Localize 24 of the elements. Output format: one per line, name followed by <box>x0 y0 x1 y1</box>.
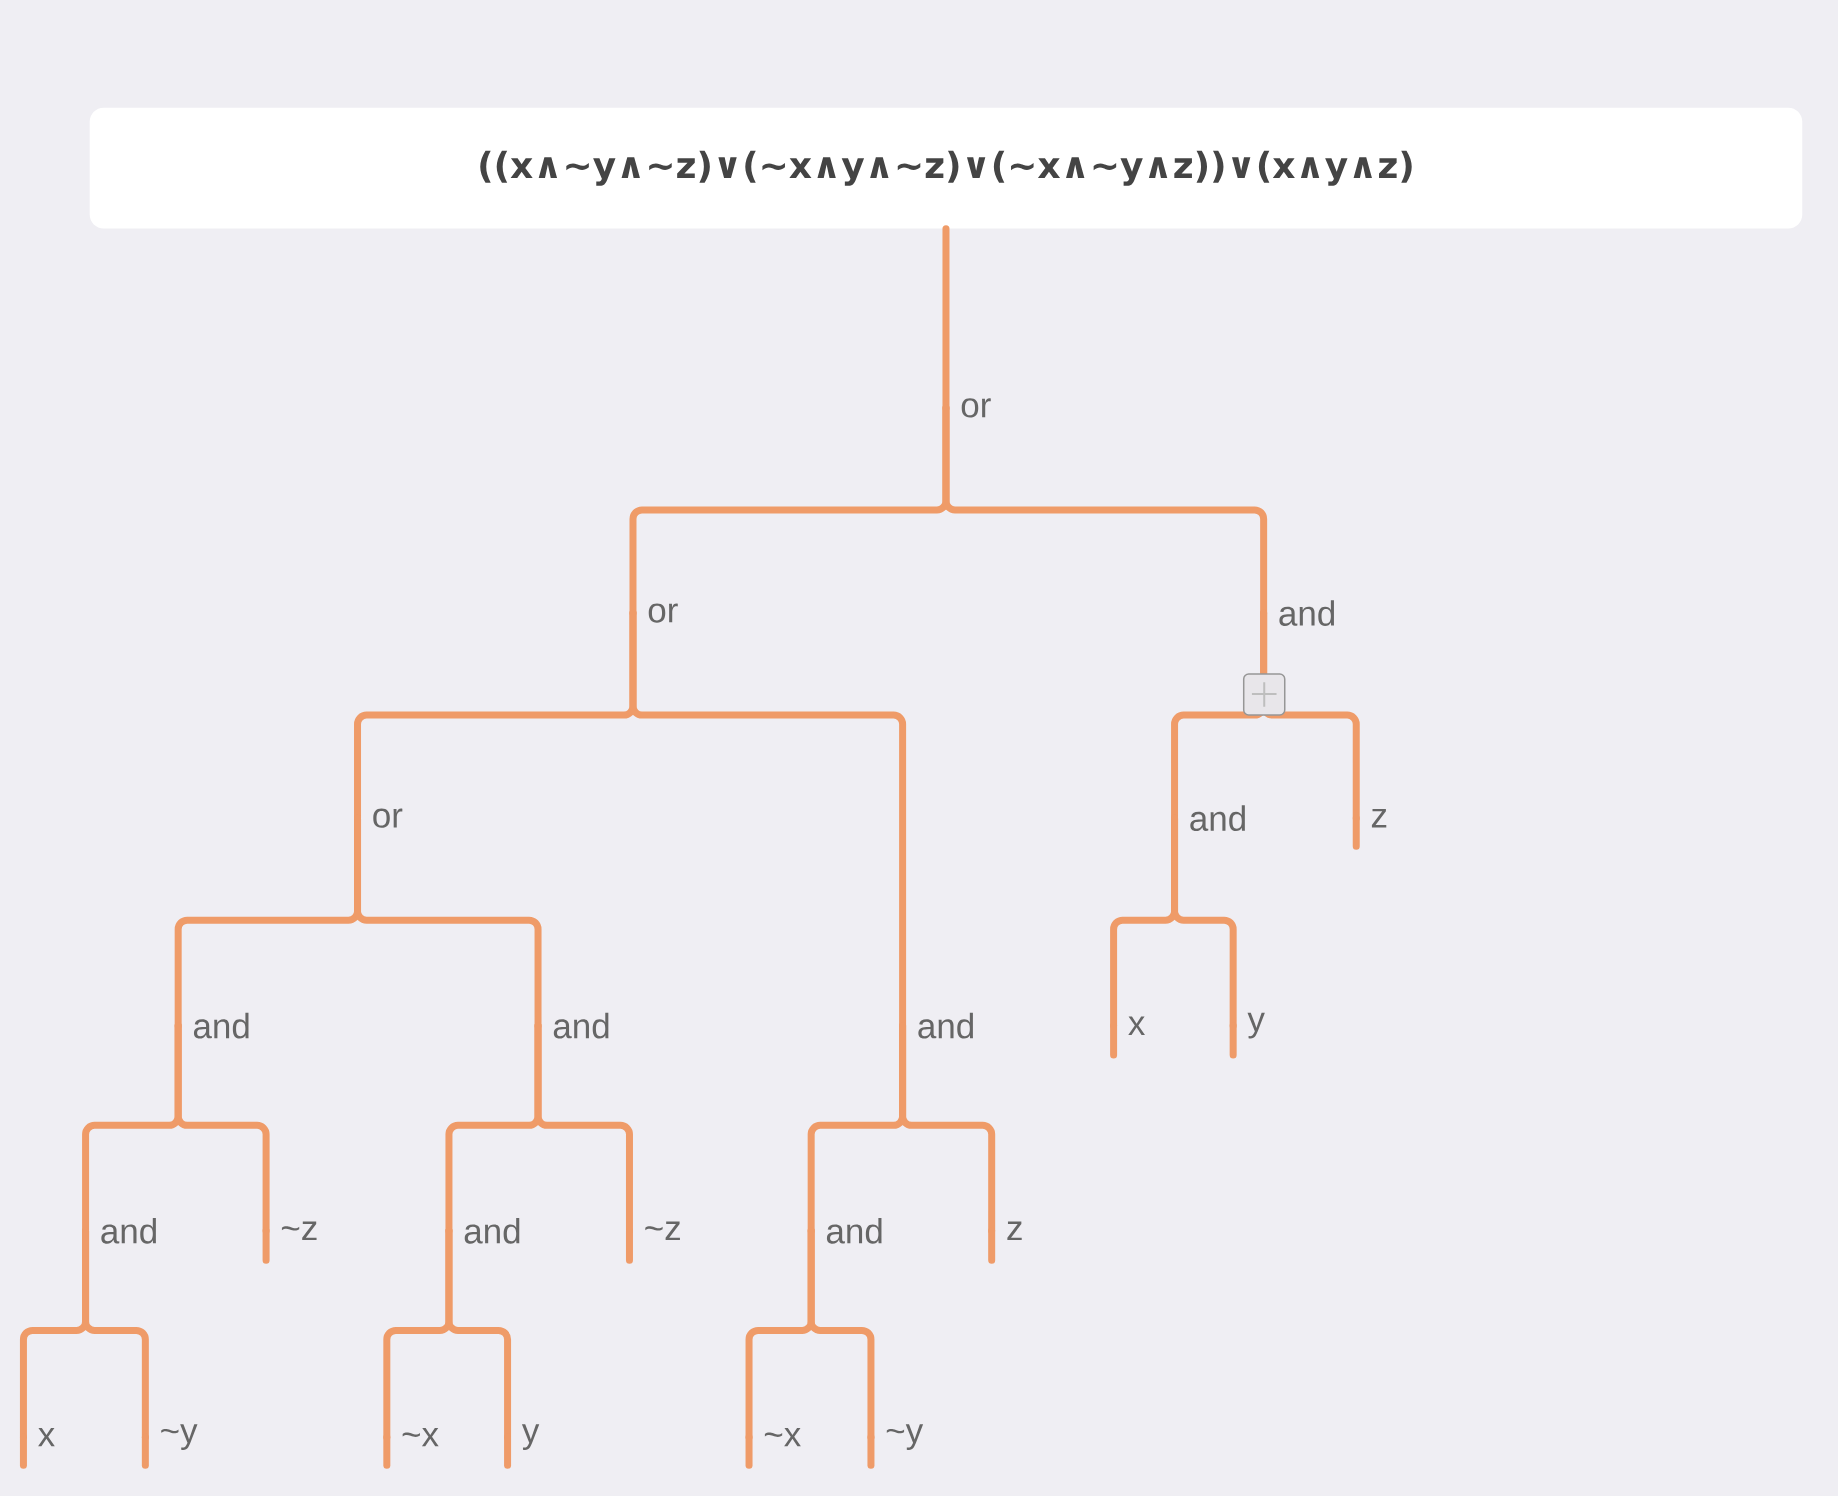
operator-label: or <box>648 603 678 623</box>
operator-label: ~z <box>645 1221 680 1241</box>
operator-label: z <box>1007 1221 1022 1241</box>
operator-label: and <box>826 1217 882 1244</box>
operator-label: x <box>1128 1016 1145 1035</box>
operator-label: and <box>553 1012 609 1039</box>
operator-label: and <box>464 1217 520 1244</box>
operator-label: y <box>1247 1012 1265 1039</box>
operator-label: x <box>38 1427 55 1447</box>
operator-label: ~y <box>886 1424 924 1450</box>
operator-label: or <box>961 398 991 418</box>
operator-label: and <box>193 1012 249 1039</box>
operator-label: ~y <box>161 1424 198 1450</box>
operator-label: or <box>373 808 403 828</box>
operator-label: and <box>1190 805 1245 832</box>
formula-box: ((x∧~y∧~z)∨(~x∧y∧~z)∨(~x∧~y∧z))∨(x∧y∧z) <box>89 107 1803 229</box>
operator-label: z <box>1371 808 1387 828</box>
operator-label: and <box>1279 600 1335 626</box>
operator-label: and <box>101 1217 156 1244</box>
operator-label: and <box>918 1012 973 1039</box>
operator-label: ~z <box>281 1221 317 1241</box>
operator-label: ~x <box>764 1427 801 1447</box>
operator-label: ~x <box>402 1427 439 1447</box>
operator-label: y <box>521 1424 540 1450</box>
